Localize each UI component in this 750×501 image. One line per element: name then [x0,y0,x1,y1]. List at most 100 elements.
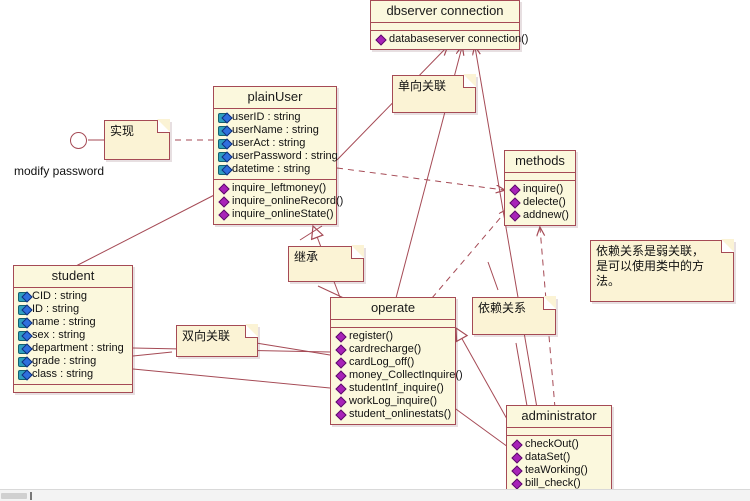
horizontal-scrollbar[interactable] [0,489,750,501]
assoc-student-operate-2 [132,368,331,389]
attribute-icon [18,291,31,302]
attribute-icon [218,138,231,149]
generalization-administrator-operate [455,326,513,429]
class-box-dbserver-connection[interactable]: dbserver connection databaseserver conne… [370,0,528,50]
method-icon [511,439,524,450]
method-icon [335,370,348,381]
attributes-compartment: CID : string ID : string name : string s… [14,288,132,385]
class-member: inquire_onlineRecord() [217,195,343,208]
class-member: delecte() [508,196,573,209]
note-anchor-bidirectional-2 [132,351,173,357]
note-text-line-1: 依赖关系是弱关联， [596,244,705,258]
class-member: userAct : string [217,137,334,150]
note-anchor-bidirectional [255,342,331,356]
method-icon [511,478,524,489]
class-member: CID : string [17,290,130,303]
note-realization[interactable]: 实现 [104,119,170,160]
method-icon [335,396,348,407]
class-name: methods [505,151,575,173]
note-fold-icon [245,324,258,338]
class-member: inquire_onlineState() [217,208,334,221]
class-member: name : string [17,316,130,329]
assoc-student-plainuser [73,189,225,268]
note-dependency-explanation[interactable]: 依赖关系是弱关联， 是可以使用类中的方 法。 [590,239,734,302]
attributes-compartment: userID : string userName : string userAc… [214,109,338,180]
attribute-icon [18,304,31,315]
class-member: class : string [17,368,130,381]
attribute-icon [218,151,231,162]
method-icon [335,383,348,394]
class-member: userName : string [217,124,334,137]
note-bidirectional-association[interactable]: 双向关联 [176,324,258,357]
note-inheritance[interactable]: 继承 [288,245,364,282]
class-name: dbserver connection [371,1,519,23]
note-text: 继承 [294,250,319,264]
class-member: userID : string [217,111,334,124]
class-member: addnew() [508,209,573,222]
dependency-operate-methods [431,210,507,299]
note-fold-icon [543,296,556,310]
note-dependency-relation[interactable]: 依赖关系 [472,296,556,335]
class-member: databaseserver connection() [374,33,528,46]
attributes-compartment [507,428,611,436]
note-anchor-inherit [299,225,323,241]
attributes-compartment [331,320,455,328]
dependency-plainuser-methods [336,167,504,190]
method-icon [375,34,388,45]
class-member: student_onlinestats() [334,408,453,421]
class-name: student [14,266,132,288]
class-member: dataSet() [510,451,609,464]
attribute-icon [218,125,231,136]
class-member: cardLog_off() [334,356,453,369]
methods-compartment: databaseserver connection() [371,31,528,49]
method-icon [335,357,348,368]
method-icon [511,452,524,463]
class-box-plainuser[interactable]: plainUser userID : string userName : str… [213,86,343,225]
scrollbar-thumb[interactable] [1,493,27,499]
class-member: workLog_inquire() [334,395,453,408]
note-unidirectional-association[interactable]: 单向关联 [392,74,476,113]
attribute-icon [18,369,31,380]
class-member: ID : string [17,303,130,316]
attribute-icon [18,330,31,341]
class-box-methods[interactable]: methods inquire() delecte() addnew() [504,150,576,226]
methods-compartment: inquire() delecte() addnew() [505,181,575,225]
method-icon [335,409,348,420]
attribute-icon [218,112,231,123]
note-text: 双向关联 [182,329,231,343]
class-member: inquire() [508,183,573,196]
method-icon [509,197,522,208]
interface-lollipop-icon[interactable] [70,132,87,149]
method-icon [511,465,524,476]
class-box-administrator[interactable]: administrator checkOut() dataSet() teaWo… [506,405,612,494]
attributes-compartment [505,173,575,181]
methods-compartment: inquire_leftmoney() inquire_onlineRecord… [214,180,343,224]
class-member: checkOut() [510,438,609,451]
generalization-administrator-operate-edge [448,403,509,448]
method-icon [509,184,522,195]
class-member: bill_check() [510,477,609,490]
note-fold-icon [463,74,476,88]
attribute-icon [18,317,31,328]
class-member: inquire_leftmoney() [217,182,334,195]
class-member: cardrecharge() [334,343,453,356]
class-member: money_CollectInquire() [334,369,463,382]
note-fold-icon [157,119,170,133]
note-anchor-dependency [487,261,499,291]
method-icon [509,210,522,221]
methods-compartment: register() cardrecharge() cardLog_off() … [331,328,463,424]
attribute-icon [18,356,31,367]
method-icon [218,196,231,207]
note-text-line-2: 是可以使用类中的方 [596,259,705,273]
class-member: userPassword : string [217,150,338,163]
assoc-administrator-dbserver [475,47,538,409]
class-box-student[interactable]: student CID : string ID : string name : … [13,265,133,393]
class-member: datetime : string [217,163,334,176]
method-icon [218,183,231,194]
attribute-icon [18,343,31,354]
class-box-operate[interactable]: operate register() cardrecharge() cardLo… [330,297,463,425]
methods-compartment [14,385,132,392]
method-icon [335,344,348,355]
note-text: 实现 [110,124,135,138]
